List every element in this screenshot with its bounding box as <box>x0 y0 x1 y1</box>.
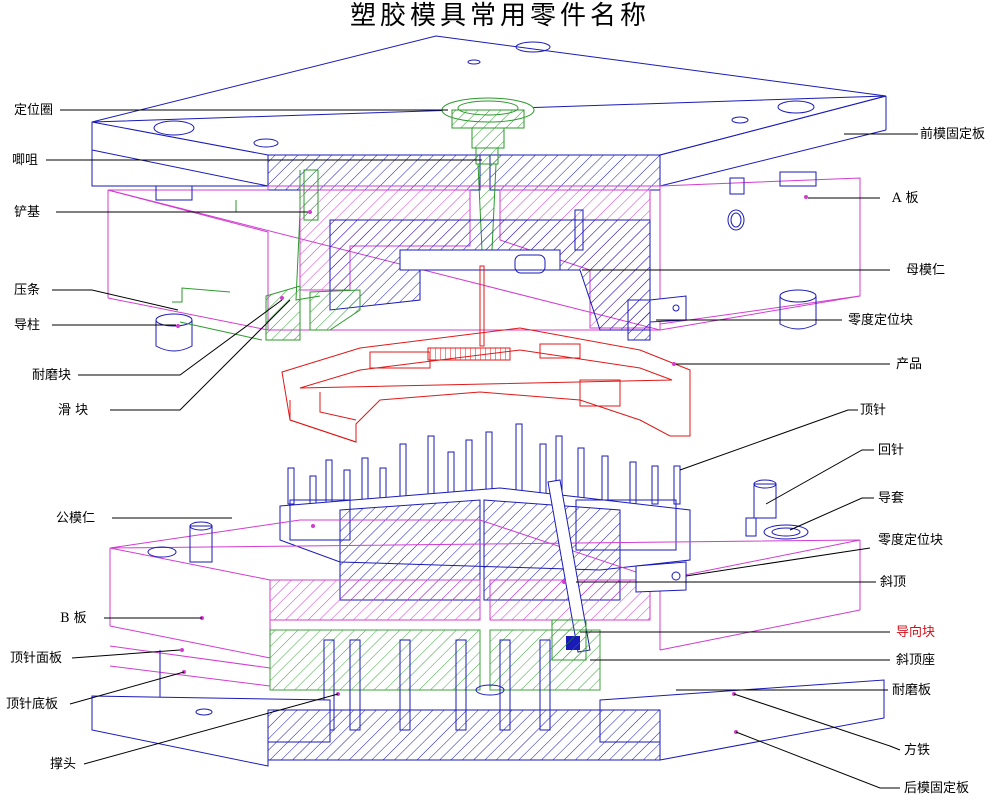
label-slider: 滑 块 <box>58 403 88 418</box>
label-b-plate: B 板 <box>60 611 87 626</box>
label-ejector-retainer-plate: 顶针面板 <box>10 651 62 666</box>
diagram-title: 塑胶模具常用零件名称 <box>350 1 650 31</box>
label-spacer-block: 方铁 <box>904 742 930 758</box>
label-sprue-bushing: 唧咀 <box>12 153 38 168</box>
label-zero-locating-block-top: 零度定位块 <box>848 312 913 328</box>
label-gib: 压条 <box>14 282 40 298</box>
label-guide-bushing: 导套 <box>878 490 904 506</box>
label-guide-pin: 导柱 <box>14 318 40 333</box>
label-ejector-pin: 顶针 <box>860 403 886 418</box>
label-a-plate: A 板 <box>891 191 919 206</box>
product <box>281 265 691 443</box>
label-ejector-plate: 顶针底板 <box>6 696 58 712</box>
label-wear-plate: 耐磨板 <box>892 683 931 698</box>
label-locating-ring: 定位圈 <box>14 103 53 118</box>
b-plate <box>109 517 861 659</box>
label-lifter-base: 斜顶座 <box>896 653 935 668</box>
label-return-pin: 回针 <box>878 443 904 458</box>
right-labels: 前模固定板 A 板 母模仁 零度定位块 产品 顶针 回针 导套 零度定位块 斜顶… <box>848 126 985 796</box>
zero-locating-block-bottom <box>635 561 687 593</box>
leader-lines <box>46 109 918 789</box>
label-lifter: 斜顶 <box>880 575 906 590</box>
label-core-insert: 公模仁 <box>56 511 95 526</box>
return-pin <box>753 479 777 519</box>
slider-assembly <box>172 169 361 341</box>
cavity-insert <box>329 219 651 331</box>
label-product: 产品 <box>896 357 922 372</box>
label-support-pillar: 撑头 <box>50 757 76 772</box>
label-wedge: 铲基 <box>14 205 40 220</box>
label-wear-block: 耐磨块 <box>32 368 71 383</box>
core-insert <box>279 487 691 601</box>
bottom-clamp-plate <box>91 679 885 767</box>
guide-pin <box>155 289 817 352</box>
left-labels: 定位圈 唧咀 铲基 压条 导柱 耐磨块 滑 块 公模仁 B 板 顶针面板 顶针底… <box>6 103 95 772</box>
label-top-clamp-plate: 前模固定板 <box>920 126 985 142</box>
label-lifter-guide-block: 导向块 <box>896 624 935 640</box>
ejector-plates <box>109 629 601 731</box>
label-cavity-insert: 母模仁 <box>906 263 945 278</box>
zero-locating-block-top <box>627 295 687 341</box>
label-zero-locating-block-bottom: 零度定位块 <box>878 532 943 548</box>
label-bottom-clamp-plate: 后模固定板 <box>904 781 969 796</box>
